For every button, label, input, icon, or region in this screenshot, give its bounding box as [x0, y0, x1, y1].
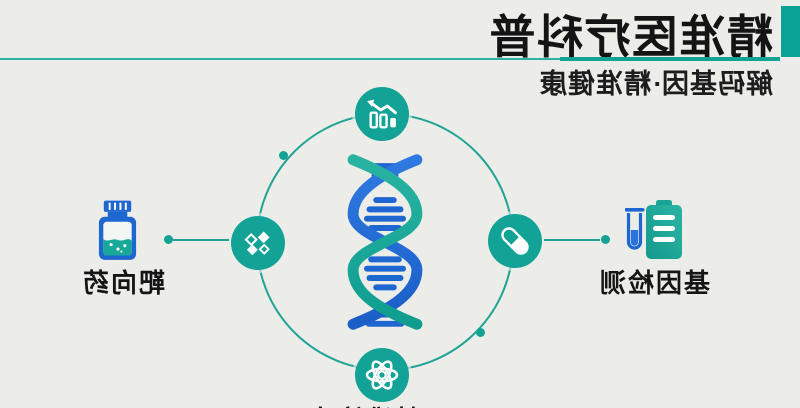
gene-testing-label: 基因检测: [597, 268, 710, 298]
trend-bar-chart-icon: [367, 99, 397, 129]
targeted-drug-label: 靶向药: [81, 268, 166, 298]
node-research: [355, 348, 409, 402]
title-underline-thin: [0, 58, 560, 60]
connector-line-right: [173, 239, 229, 241]
test-tube-report-icon: [625, 200, 682, 259]
connector-dot-left: [601, 235, 610, 244]
dna-helix-icon: [347, 154, 423, 330]
bottom-clipped-label: 精准治疗: [288, 400, 438, 408]
capsule-pill-icon: [501, 227, 529, 255]
orbit-dot: [279, 151, 288, 160]
connector-dot-right: [164, 235, 173, 244]
title-underline-thick: [560, 57, 780, 61]
node-data-analysis: [355, 87, 409, 141]
page-subtitle: 解码基因·精准健康: [539, 69, 773, 99]
node-medication: [488, 214, 542, 268]
molecule-diamonds-icon: [244, 231, 270, 256]
atom-icon: [365, 360, 399, 390]
title-accent-block: [781, 6, 800, 57]
node-molecule: [231, 216, 285, 270]
orbit-dot: [476, 328, 485, 337]
medicine-bottle-icon: [98, 200, 137, 260]
connector-line-left: [544, 239, 600, 241]
